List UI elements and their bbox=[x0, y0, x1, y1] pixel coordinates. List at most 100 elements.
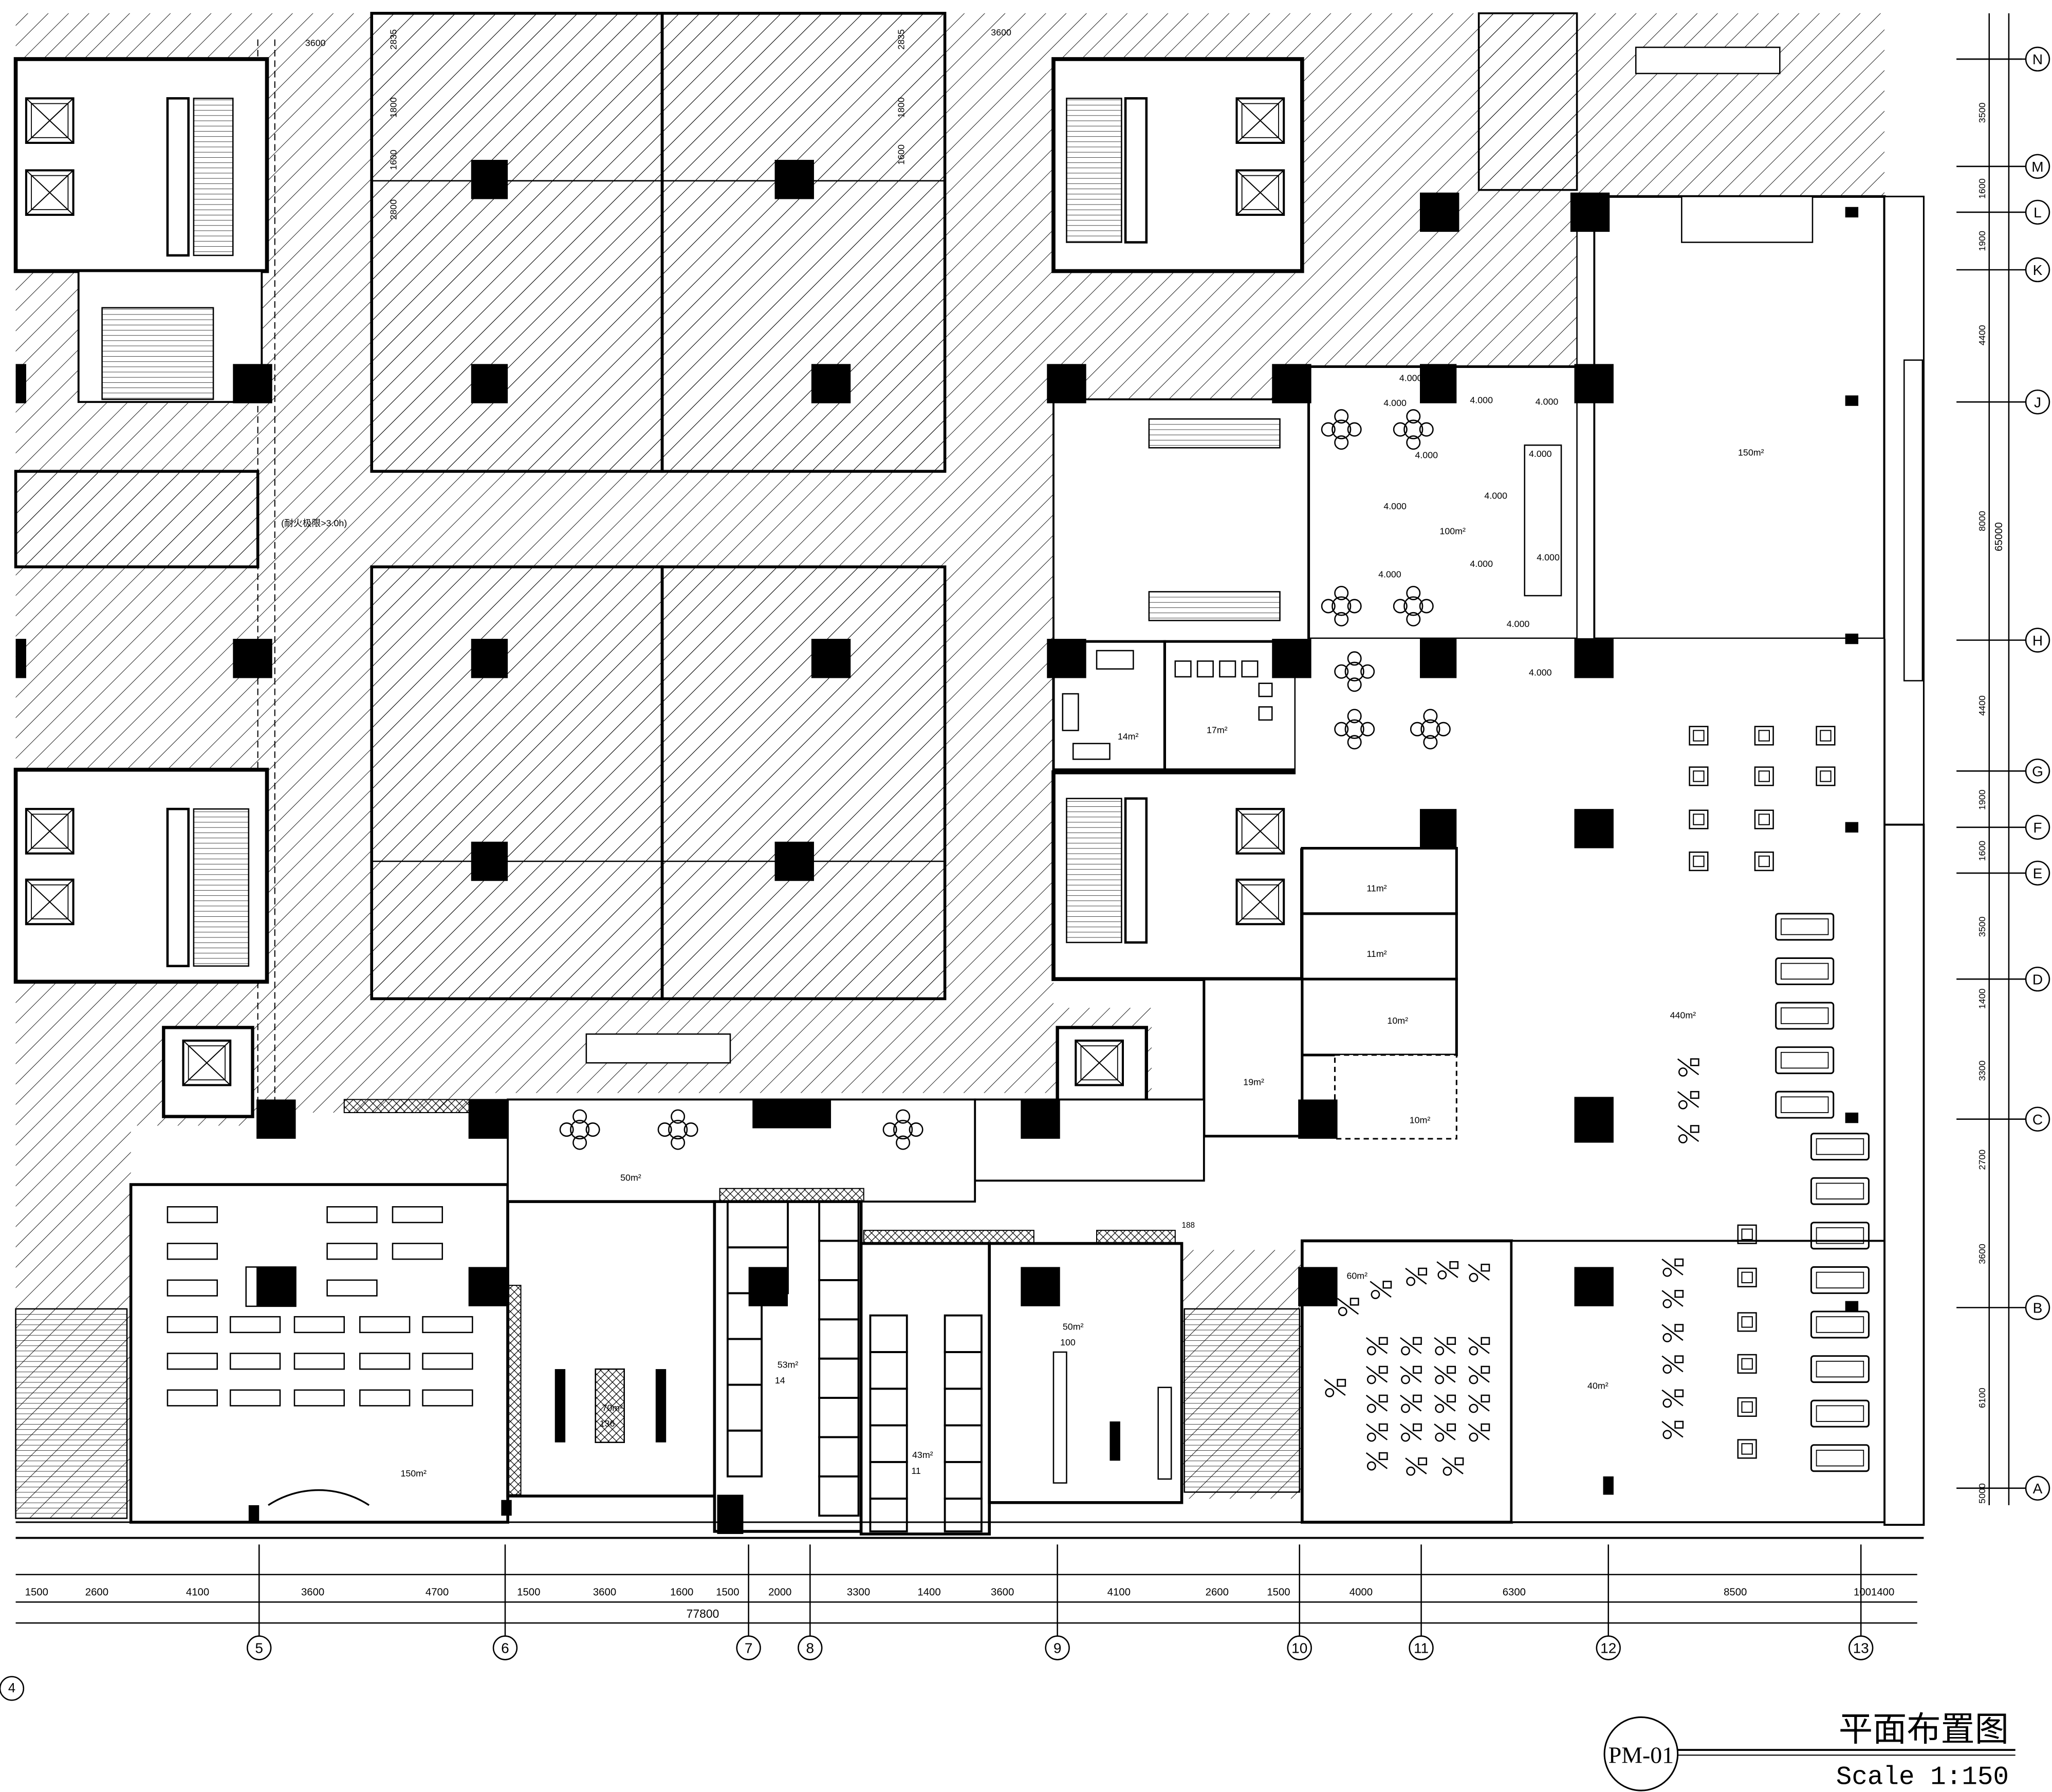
level-mark: 4.000 bbox=[1536, 396, 1559, 407]
room-area: 14m² bbox=[1118, 731, 1139, 742]
grid-row-bubble bbox=[2025, 1106, 2050, 1132]
level-mark: 4.000 bbox=[1399, 373, 1422, 383]
room-area: 50m² bbox=[620, 1172, 641, 1183]
room-area: 11m² bbox=[1366, 883, 1387, 894]
grid-row-bubble bbox=[2025, 815, 2050, 840]
grid-row-bubble bbox=[2025, 1475, 2050, 1501]
shell-rooms bbox=[14, 12, 1781, 1113]
top-dim: 1800 bbox=[389, 97, 399, 118]
structural-columns bbox=[15, 160, 1859, 1534]
bottom-dimension: 1001400 bbox=[1854, 1587, 1894, 1598]
room-area: 440m² bbox=[1670, 1010, 1696, 1021]
grid-row-label: E bbox=[2033, 865, 2043, 881]
level-mark: 4.000 bbox=[1529, 667, 1552, 677]
room-area: 150m² bbox=[1738, 448, 1764, 458]
core-upper-right bbox=[1051, 57, 1304, 273]
bottom-dimension: 3600 bbox=[593, 1587, 616, 1598]
bottom-dimension: 3600 bbox=[991, 1587, 1014, 1598]
row-spacing: 8000 bbox=[1977, 511, 1987, 531]
row-spacing: 1600 bbox=[1977, 841, 1987, 861]
level-mark: 4.000 bbox=[1415, 450, 1438, 460]
grid-row-label: G bbox=[2032, 763, 2043, 779]
room-area: 17m² bbox=[1207, 725, 1228, 735]
row-spacing: 3600 bbox=[1977, 1244, 1987, 1264]
grid-col-bubble bbox=[492, 1635, 518, 1660]
level-mark: 4.000 bbox=[1378, 569, 1401, 579]
level-mark: 4.000 bbox=[1529, 449, 1552, 459]
misc-label: 188 bbox=[1182, 1221, 1195, 1230]
bottom-dimension: 2600 bbox=[85, 1587, 108, 1598]
grid-col-bubble bbox=[247, 1635, 272, 1660]
row-spacing: 3500 bbox=[1977, 102, 1987, 123]
bottom-dimension: 2000 bbox=[768, 1587, 791, 1598]
bottom-dimension: 4100 bbox=[1107, 1587, 1131, 1598]
grid-col-bubble bbox=[798, 1635, 823, 1660]
row-spacing: 3300 bbox=[1977, 1061, 1987, 1081]
room-area: 10m² bbox=[1410, 1115, 1431, 1125]
grid-row-label: L bbox=[2033, 205, 2042, 220]
row-spacing: 1900 bbox=[1977, 789, 1987, 810]
bottom-dimension: 2600 bbox=[1206, 1587, 1229, 1598]
row-spacing: 5000 bbox=[1977, 1483, 1987, 1504]
grid-row-label: K bbox=[2033, 262, 2043, 278]
row-spacing: 4400 bbox=[1977, 325, 1987, 345]
locker-benches bbox=[554, 1351, 1172, 1484]
bottom-dimension: 3600 bbox=[301, 1587, 324, 1598]
row-spacing: 1900 bbox=[1977, 231, 1987, 251]
grid-col-label: 10 bbox=[1291, 1640, 1307, 1656]
lower-wing-walls bbox=[15, 1098, 1924, 1539]
grid-col-label: 7 bbox=[745, 1640, 753, 1656]
core-middle-left bbox=[13, 767, 269, 984]
grid-row-bubble bbox=[2025, 389, 2050, 415]
bottom-dimension: 4100 bbox=[186, 1587, 209, 1598]
row-spacing: 4400 bbox=[1977, 695, 1987, 716]
bottom-dimension: 1500 bbox=[1267, 1587, 1290, 1598]
room-area: 60m² bbox=[1346, 1270, 1367, 1281]
bottom-dimension: 8500 bbox=[1724, 1587, 1747, 1598]
top-dim: 1600 bbox=[389, 150, 399, 170]
grid-row-label: F bbox=[2033, 820, 2042, 836]
grid-col-bubble bbox=[736, 1635, 761, 1660]
grid-col-label: 11 bbox=[1414, 1640, 1429, 1656]
level-mark: 4.000 bbox=[1470, 559, 1493, 569]
hall-desks bbox=[167, 1206, 473, 1407]
bottom-dimension: 1500 bbox=[716, 1587, 739, 1598]
partial-column-label: 4 bbox=[8, 1681, 15, 1695]
top-dimensions: 3600 3600 2835 1800 1600 2800 2835 1800 … bbox=[281, 27, 1011, 528]
grid-row-bubble bbox=[2025, 967, 2050, 992]
grid-col-bubble bbox=[1596, 1635, 1621, 1660]
grid-row-bubble bbox=[2025, 257, 2050, 283]
room-area: 19m² bbox=[1243, 1077, 1264, 1087]
grid-row-bubble bbox=[2025, 199, 2050, 225]
grid-col-label: 9 bbox=[1053, 1640, 1062, 1656]
grid-col-label: 12 bbox=[1600, 1640, 1616, 1656]
row-spacing: 6100 bbox=[1977, 1388, 1987, 1408]
bottom-dimension: 1400 bbox=[917, 1587, 940, 1598]
row-spacing: 1400 bbox=[1977, 989, 1987, 1009]
room-area: 100m² bbox=[1439, 526, 1466, 536]
room-area: 150m² bbox=[400, 1468, 427, 1479]
top-dim: 1800 bbox=[896, 97, 907, 118]
vertical-overall-dimension: 65000 bbox=[1993, 522, 2005, 551]
furniture bbox=[167, 409, 1870, 1532]
bottom-dimension: 1500 bbox=[517, 1587, 540, 1598]
grid-col-bubble bbox=[1409, 1635, 1434, 1660]
level-mark: 4.000 bbox=[1484, 491, 1507, 501]
level-marks: 4.000 4.000 4.000 4.000 4.000 4.000 4.00… bbox=[1378, 373, 1560, 677]
room-area: 40m² bbox=[1587, 1380, 1609, 1391]
grid-col-label: 5 bbox=[255, 1640, 263, 1656]
room-area: 43m² bbox=[912, 1450, 933, 1460]
room-area: 10m² bbox=[1387, 1015, 1408, 1026]
sheet-number: PM-01 bbox=[1609, 1742, 1674, 1768]
bottom-dimension: 4000 bbox=[1349, 1587, 1373, 1598]
room-labels: 150m² 100m² 14m² 17m² 11m² 11m² 10m² 19m… bbox=[400, 448, 1764, 1479]
grid-row-label: D bbox=[2032, 971, 2043, 987]
grid-col-bubble bbox=[1287, 1635, 1312, 1660]
grid-col-bubble bbox=[1045, 1635, 1070, 1660]
core-middle-right bbox=[1051, 770, 1304, 982]
grid-col-label: 6 bbox=[501, 1640, 509, 1656]
level-mark: 4.000 bbox=[1383, 398, 1407, 408]
overall-dimension: 77800 bbox=[687, 1607, 719, 1620]
room-area: 11m² bbox=[1366, 949, 1387, 959]
